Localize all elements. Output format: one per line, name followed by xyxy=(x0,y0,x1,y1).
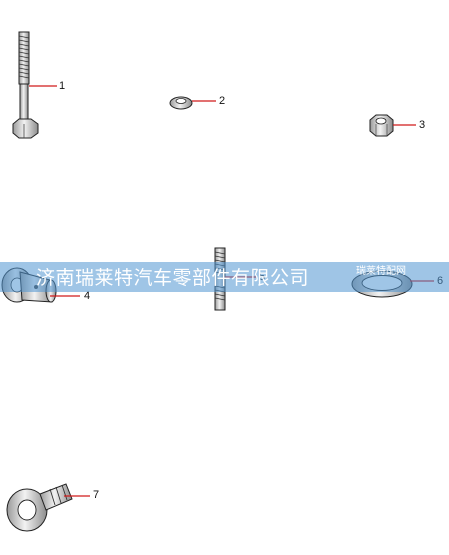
callout-7: 7 xyxy=(93,489,100,501)
callout-3: 3 xyxy=(419,119,426,131)
watermark-site: 瑞莱特配网 xyxy=(356,266,406,277)
hose-banjo-icon xyxy=(6,483,73,532)
watermark-company: 济南瑞莱特汽车零部件有限公司 xyxy=(36,267,310,289)
washer-icon xyxy=(169,96,193,110)
watermark-band xyxy=(0,262,449,292)
callout-4: 4 xyxy=(84,290,91,302)
bolt-icon xyxy=(12,31,39,139)
hex-nut-icon xyxy=(369,114,394,137)
callout-1: 1 xyxy=(59,80,66,92)
callout-2: 2 xyxy=(219,95,226,107)
